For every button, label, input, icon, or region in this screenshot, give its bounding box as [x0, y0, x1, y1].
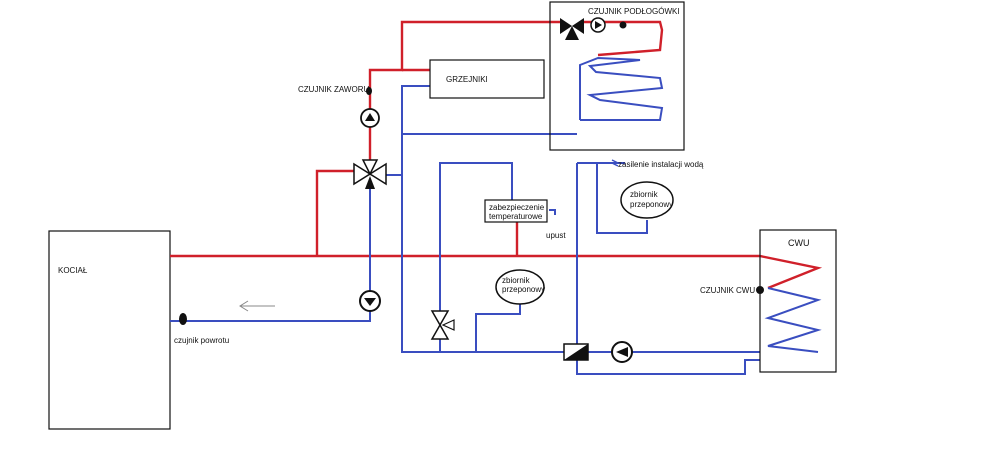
floor-heating-box — [549, 1, 685, 151]
temp-protection-box — [484, 199, 548, 223]
temp-protection-line1: zabezpieczenie — [489, 203, 545, 212]
radiators-box — [429, 59, 545, 99]
valve-sensor-label: CZUJNIK ZAWORU — [298, 85, 369, 94]
top-tank-line1: zbiornik — [630, 190, 659, 199]
return-pipes — [170, 56, 822, 375]
cwu-label: CWU — [788, 238, 810, 248]
cwu-lower-return — [576, 352, 760, 375]
drain-label: upust — [546, 231, 566, 240]
arrow-left-icon — [239, 300, 275, 312]
floor-supply — [583, 20, 664, 57]
floor-coil — [579, 56, 664, 121]
bypass-loop — [439, 162, 513, 352]
mid-tank-line2: przeponowy — [502, 285, 545, 294]
cwu-return-coil — [764, 287, 822, 353]
arrow-left-icon — [611, 159, 619, 167]
mixing-valve-icon — [560, 18, 584, 40]
cwu-supply-coil — [759, 254, 823, 290]
boiler-box — [48, 230, 171, 430]
return-sensor-label: czujnik powrotu — [174, 336, 229, 345]
mid-tank-line — [475, 300, 521, 352]
flow-arrow — [239, 300, 275, 312]
main-mixing-valve — [353, 159, 387, 189]
top-tank-line — [596, 163, 648, 234]
bypass-valve — [430, 310, 455, 340]
floor-sensor-label: CZUJNIK PODŁOGÓWKI — [588, 7, 680, 16]
radiator-return — [401, 85, 565, 353]
temp-protection-line2: temperaturowe — [489, 212, 543, 221]
top-tank-line2: przeponowy — [630, 200, 673, 209]
radiators-label: GRZEJNIKI — [446, 75, 488, 84]
cwu-sensor-icon — [756, 286, 764, 294]
supply-pipes — [170, 20, 823, 290]
mixing-valve-icon — [353, 159, 387, 186]
mixing-valve-icon — [430, 310, 450, 340]
mid-expansion-tank — [495, 269, 545, 305]
floor-mixing-valve — [560, 18, 584, 40]
check-valve — [563, 343, 589, 361]
boiler-return-pipe — [170, 186, 371, 322]
boiler-label: KOCIAŁ — [58, 266, 88, 275]
supply-branch — [315, 169, 360, 256]
mid-tank-line1: zbiornik — [502, 276, 531, 285]
cwu-sensor-label: CZUJNIK CWU — [700, 286, 755, 295]
water-supply-label: zasilenie instalacji wodą — [618, 160, 704, 169]
floor-pump — [590, 17, 606, 33]
riser-pump — [360, 108, 380, 128]
floor-sensor-icon — [619, 21, 627, 29]
top-expansion-tank — [620, 181, 674, 219]
drain-leg — [549, 209, 556, 215]
cwu-box — [759, 229, 837, 373]
return-pump — [359, 290, 381, 312]
cwu-pump — [611, 341, 633, 363]
return-sensor-icon — [179, 313, 187, 325]
valve-sensor-icon — [366, 87, 372, 95]
